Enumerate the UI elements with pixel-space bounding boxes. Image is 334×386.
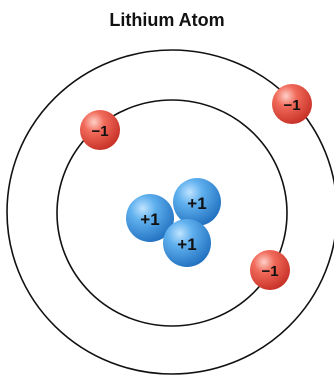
electron: −1 bbox=[80, 110, 120, 150]
proton: +1 bbox=[126, 194, 174, 242]
proton-charge-label: +1 bbox=[187, 194, 206, 213]
outer-orbit bbox=[6, 49, 334, 375]
electron: −1 bbox=[272, 84, 312, 124]
proton: +1 bbox=[173, 178, 221, 226]
electron: −1 bbox=[250, 250, 290, 290]
proton-charge-label: +1 bbox=[177, 235, 196, 254]
proton-charge-label: +1 bbox=[140, 210, 159, 229]
inner-orbit bbox=[56, 99, 288, 327]
electron-charge-label: −1 bbox=[283, 97, 300, 114]
diagram-title: Lithium Atom bbox=[109, 10, 225, 30]
electron-charge-label: −1 bbox=[91, 123, 108, 140]
electron-charge-label: −1 bbox=[261, 263, 278, 280]
proton: +1 bbox=[163, 219, 211, 267]
